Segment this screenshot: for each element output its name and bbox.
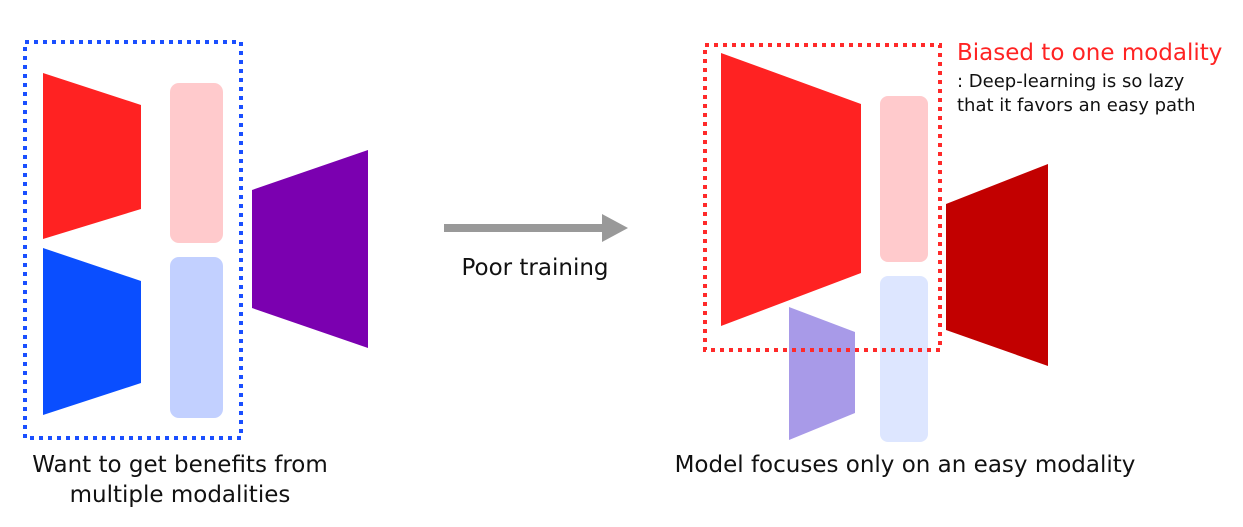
bias-annotation-line-2: that it favors an easy path xyxy=(957,95,1196,116)
left-red-encoder xyxy=(43,73,141,239)
left-dotted-selection-box xyxy=(23,40,243,440)
left-balanced-model xyxy=(23,40,368,440)
right-dotted-selection-box xyxy=(703,43,942,352)
left-caption: Want to get benefits from multiple modal… xyxy=(20,450,340,510)
right-faded-blue-feature-bar xyxy=(880,276,928,442)
right-caption: Model focuses only on an easy modality xyxy=(674,452,1136,478)
arrow-head xyxy=(602,214,628,242)
right-biased-model xyxy=(703,43,1048,442)
right-dark-red-fusion-head xyxy=(946,164,1048,366)
bias-annotation-title: Biased to one modality xyxy=(957,40,1223,66)
right-red-feature-bar xyxy=(880,96,928,262)
bias-annotation-line-1: : Deep-learning is so lazy xyxy=(957,71,1185,92)
arrow-shaft xyxy=(444,224,606,232)
left-caption-line-2: multiple modalities xyxy=(69,482,291,508)
left-red-feature-bar xyxy=(170,83,223,243)
arrow-label: Poor training xyxy=(461,255,609,281)
right-faded-purple-encoder xyxy=(789,307,855,440)
left-caption-line-1: Want to get benefits from xyxy=(32,452,328,478)
right-red-encoder xyxy=(721,53,861,326)
left-blue-feature-bar xyxy=(170,257,223,418)
poor-training-arrow xyxy=(444,214,628,242)
left-blue-encoder xyxy=(43,248,141,415)
left-purple-fusion-head xyxy=(252,150,368,348)
